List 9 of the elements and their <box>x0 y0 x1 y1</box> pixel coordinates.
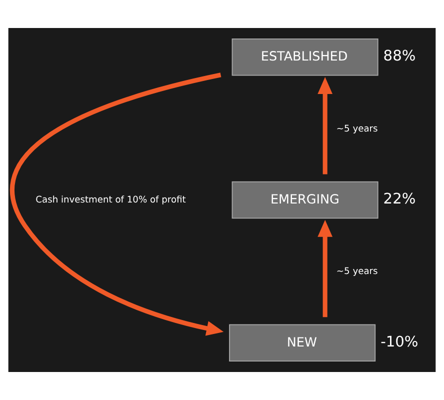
edge-label: ~5 years <box>336 124 378 134</box>
edge-label: Cash investment of 10% of profit <box>36 196 186 206</box>
edge-label: ~5 years <box>336 267 378 278</box>
node-label: 22% <box>383 190 416 208</box>
node-label: -10% <box>380 333 418 350</box>
arrow <box>318 77 333 174</box>
node-label: 88% <box>383 48 416 65</box>
arrow <box>10 72 224 336</box>
arrow <box>318 220 333 318</box>
